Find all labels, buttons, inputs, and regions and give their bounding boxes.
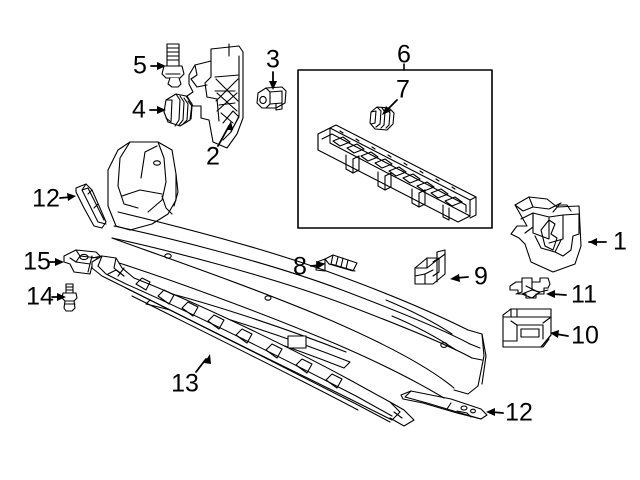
part-10-bumper-guide-bracket [502,308,552,348]
callout-label-14[interactable]: 14 [26,282,54,311]
part-7-sensor-bushing [369,106,395,131]
callout-label-13[interactable]: 13 [171,369,199,398]
part-8-hex-head-screw [315,254,358,272]
callout-label-10[interactable]: 10 [571,321,599,350]
callout-leaders [49,62,607,416]
callout-label-12-left[interactable]: 12 [32,184,60,213]
callout-label-6[interactable]: 6 [397,40,411,69]
part-3-parking-sensor-retainer [256,86,287,111]
callout-label-15[interactable]: 15 [23,247,51,276]
part-5-hex-flange-bolt [161,43,185,88]
callout-label-9[interactable]: 9 [474,262,488,291]
callout-label-7[interactable]: 7 [396,75,410,104]
part-14-stud-bolt [61,283,78,312]
part-4-push-in-retainer-grommet [163,93,193,127]
part-15-u-nut-clip-plate [63,249,103,275]
part-9-impact-absorber-block [414,249,446,285]
callout-label-5[interactable]: 5 [133,51,147,80]
part-12-reflector-trim-left [75,183,107,229]
part-1-bumper-side-bracket-right [510,196,582,273]
callout-label-12-right[interactable]: 12 [505,398,533,427]
callout-label-2[interactable]: 2 [206,142,220,171]
callout-label-11[interactable]: 11 [571,280,597,309]
callout-label-1[interactable]: 1 [613,227,627,256]
callout-label-3[interactable]: 3 [266,45,280,74]
bumper-reinforcement-beam [317,124,477,223]
callout-label-8[interactable]: 8 [293,252,307,281]
part-13-lower-valance-panel [91,255,415,427]
part-2-corner-support-bracket [186,43,244,149]
callout-label-4[interactable]: 4 [132,95,146,124]
part-12-reflector-trim-right [400,390,488,420]
part-11-retainer-clip [509,277,551,299]
